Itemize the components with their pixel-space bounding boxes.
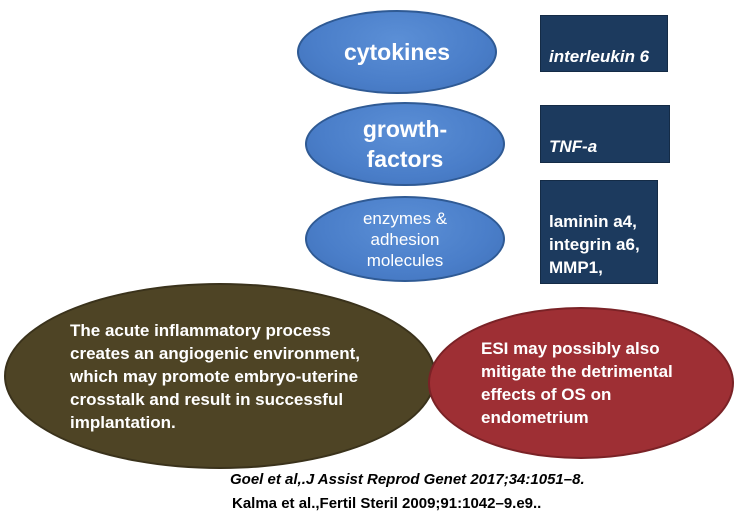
enzymes-detail-box: laminin a4, integrin a6, MMP1, glycodeli… (540, 180, 658, 323)
esi-note-text: ESI may possibly also mitigate the detri… (481, 339, 673, 427)
inflammatory-note-ellipse: The acute inflammatory process creates a… (4, 283, 436, 469)
growth-factors-ellipse: growth- factors (305, 102, 505, 186)
cytokines-detail: interleukin 6 & 11 (549, 47, 650, 89)
enzymes-label: enzymes & adhesion molecules (362, 208, 448, 270)
citation-goel: Goel et al,.J Assist Reprod Genet 2017;3… (230, 471, 585, 488)
citation-kalma: Kalma et al.,Fertil Steril 2009;91:1042–… (232, 495, 542, 512)
esi-note-ellipse: ESI may possibly also mitigate the detri… (428, 307, 734, 459)
inflammatory-note-text: The acute inflammatory process creates a… (70, 320, 361, 432)
growth-factors-detail-box: TNF-a amphiregulin (540, 105, 670, 179)
cytokines-ellipse: cytokines (297, 10, 497, 94)
growth-factors-label: growth- factors (362, 116, 448, 172)
cytokines-detail-box: interleukin 6 & 11 (540, 15, 668, 89)
growth-factors-detail: TNF-a amphiregulin (549, 137, 656, 179)
cytokines-label: cytokines (343, 39, 451, 65)
enzymes-ellipse: enzymes & adhesion molecules (305, 196, 505, 282)
